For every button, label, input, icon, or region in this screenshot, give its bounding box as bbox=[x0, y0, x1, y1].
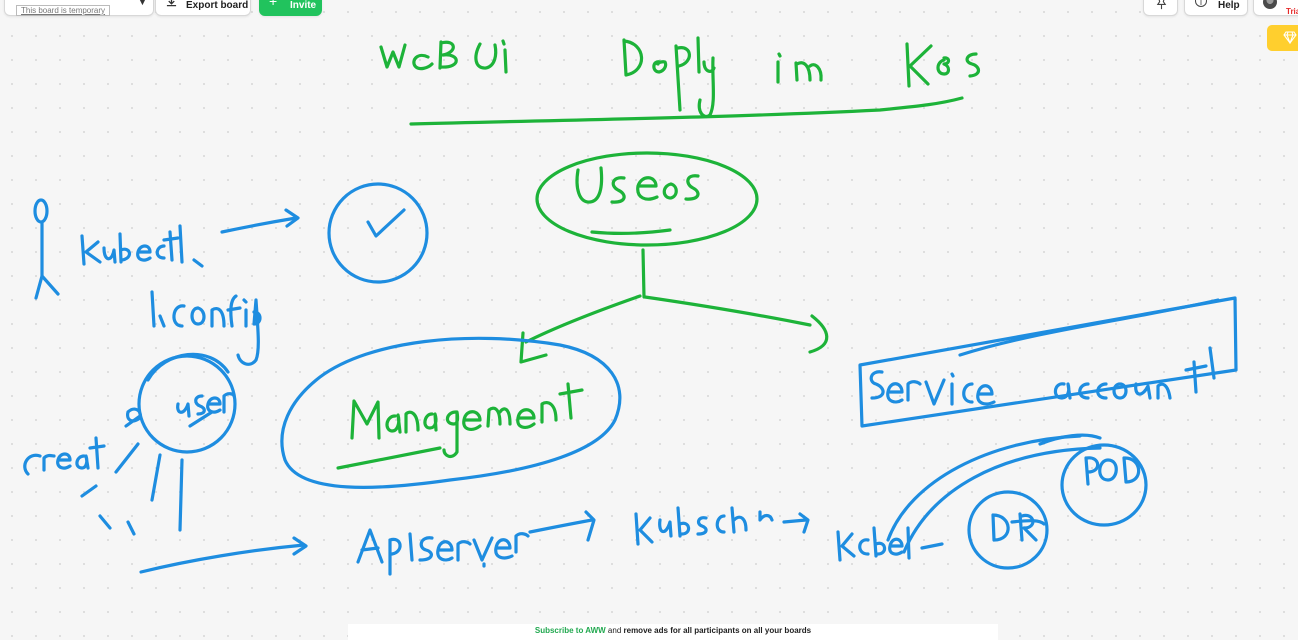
sunburst-ray-6 bbox=[126, 520, 136, 536]
subscribe-link[interactable]: Subscribe to AWW bbox=[534, 626, 606, 635]
service-account-box bbox=[858, 296, 1238, 428]
stick-figure-user bbox=[33, 198, 60, 300]
users-oval bbox=[535, 151, 759, 247]
arrow-to-management bbox=[524, 294, 642, 344]
dr-label bbox=[991, 512, 1046, 542]
management-oval bbox=[280, 336, 622, 489]
management-underline bbox=[336, 446, 442, 470]
temporary-board-label: This board is temporary bbox=[16, 5, 111, 16]
download-icon bbox=[166, 0, 177, 7]
pod-label bbox=[1084, 456, 1141, 486]
creat-label bbox=[23, 407, 142, 476]
arrow-to-kubesch bbox=[528, 518, 594, 534]
avatar bbox=[1263, 0, 1277, 9]
apiserver-label bbox=[356, 528, 530, 576]
invite-label: Invite bbox=[290, 0, 317, 11]
check-mark-icon bbox=[366, 208, 406, 238]
help-label: Help bbox=[1218, 0, 1240, 11]
users-branch-stem bbox=[641, 248, 646, 299]
arrow-to-service-account bbox=[643, 295, 812, 327]
green-ink-strokes bbox=[336, 36, 981, 470]
check-circle bbox=[327, 182, 429, 284]
users-label bbox=[575, 166, 700, 235]
management-label bbox=[350, 382, 584, 459]
pod-circle bbox=[1060, 443, 1148, 527]
arrowhead-kubesch bbox=[584, 510, 596, 542]
sunburst-ray-1 bbox=[150, 453, 162, 502]
blue-ink-strokes bbox=[23, 182, 1238, 576]
kubesch-label bbox=[634, 506, 774, 546]
service-account-label bbox=[869, 346, 1216, 406]
sunburst-ray-3 bbox=[114, 442, 140, 474]
chevron-down-icon: ▼ bbox=[138, 0, 147, 7]
kubelet-curve-2 bbox=[902, 446, 1102, 554]
export-board-button[interactable]: Export board bbox=[155, 0, 251, 16]
trial-badge: Tria bbox=[1286, 7, 1298, 16]
arrowhead-management bbox=[519, 331, 548, 364]
premium-button[interactable] bbox=[1267, 25, 1298, 51]
sunburst-ray-2 bbox=[178, 458, 184, 532]
arrowhead-apiserver bbox=[292, 536, 308, 556]
ad-middle-text: and bbox=[605, 626, 624, 635]
user-menu-button[interactable]: Tria bbox=[1253, 0, 1298, 16]
pin-button[interactable] bbox=[1143, 0, 1178, 16]
user-circle-label bbox=[176, 392, 236, 428]
kubectl-label bbox=[80, 224, 204, 268]
arrow-to-kubelet bbox=[782, 518, 808, 524]
pin-icon bbox=[1156, 0, 1167, 10]
board-name-dropdown[interactable]: This board is temporary ▼ bbox=[4, 0, 154, 16]
export-board-label: Export board bbox=[186, 0, 249, 11]
kconfig-label bbox=[150, 290, 262, 366]
kubelet-curve-1 bbox=[886, 434, 1082, 542]
dr-circle bbox=[967, 490, 1049, 570]
service-account-overline bbox=[958, 298, 1220, 357]
gem-icon bbox=[1283, 31, 1297, 44]
arrow-kubectl-to-check bbox=[220, 216, 298, 234]
user-circle-ring bbox=[146, 352, 230, 382]
handwritten-title bbox=[379, 36, 981, 119]
kubelet-curve-3 bbox=[1038, 433, 1102, 446]
sunburst-ray-4 bbox=[80, 484, 98, 498]
arrowhead-check bbox=[284, 208, 300, 228]
arrow-to-apiserver bbox=[139, 543, 306, 574]
add-user-icon: + bbox=[269, 0, 278, 9]
subscribe-ad-bar: Subscribe to AWW and remove ads for all … bbox=[348, 624, 998, 640]
arrowhead-service-account bbox=[808, 314, 829, 354]
arrowhead-kubelet bbox=[798, 512, 810, 534]
kubelet-label bbox=[836, 526, 944, 562]
title-underline bbox=[409, 96, 964, 126]
sunburst-ray-5 bbox=[98, 514, 112, 530]
ad-strong-text: remove ads for all participants on all y… bbox=[623, 626, 812, 635]
help-button[interactable]: i Help bbox=[1184, 0, 1248, 16]
invite-button[interactable]: + Invite bbox=[259, 0, 322, 16]
